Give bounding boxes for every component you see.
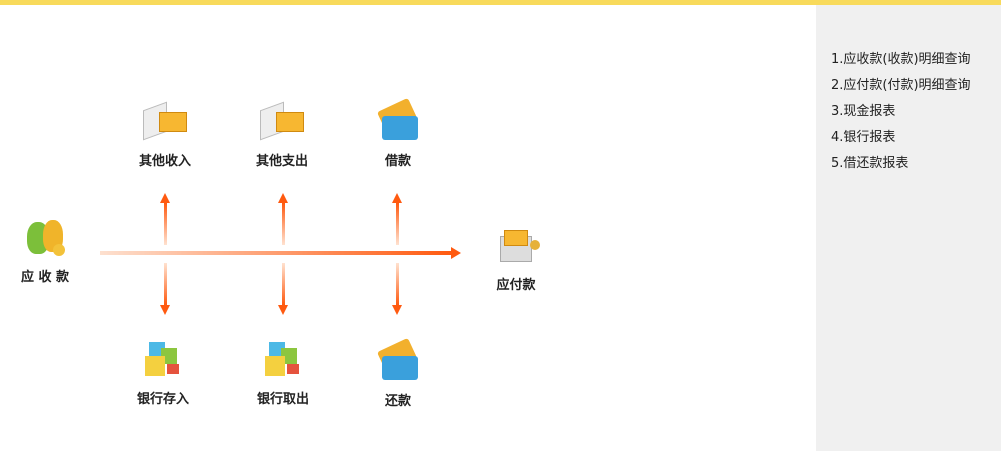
node-label: 还款	[384, 394, 411, 409]
node-label: 借款	[384, 154, 411, 169]
credit-card-icon	[374, 97, 422, 144]
arrowhead-up	[160, 193, 170, 203]
node-label: 银行存入	[136, 392, 189, 407]
node-label: 其他支出	[255, 154, 308, 169]
arrowhead-down	[160, 305, 170, 315]
arrow-up-other-income	[164, 203, 167, 245]
link-bank-report[interactable]: 4.银行报表	[831, 130, 896, 145]
link-loan-report[interactable]: 5.借还款报表	[831, 156, 909, 171]
link-payable-detail[interactable]: 2.应付款(付款)明细查询	[831, 78, 971, 93]
node-label: 应 收 款	[20, 270, 70, 285]
cash-folder-icon	[258, 101, 306, 144]
main-flow-arrowhead	[451, 247, 461, 259]
arrow-down-repay	[396, 263, 399, 305]
node-payable[interactable]: 应付款	[471, 226, 561, 293]
arrowhead-up	[278, 193, 288, 203]
node-label: 应付款	[496, 278, 536, 293]
link-cash-report[interactable]: 3.现金报表	[831, 104, 896, 119]
arrowhead-down	[278, 305, 288, 315]
arrowhead-up	[392, 193, 402, 203]
top-accent-bar	[0, 0, 1001, 5]
arrowhead-down	[392, 305, 402, 315]
report-sidebar: 1.应收款(收款)明细查询 2.应付款(付款)明细查询 3.现金报表 4.银行报…	[816, 5, 1001, 451]
arrow-up-borrow	[396, 203, 399, 245]
credit-card-icon	[374, 337, 422, 384]
node-receivable[interactable]: 应 收 款	[0, 218, 90, 285]
node-repay[interactable]: 还款	[353, 337, 443, 409]
link-receivable-detail[interactable]: 1.应收款(收款)明细查询	[831, 52, 971, 67]
node-bank-withdraw[interactable]: 银行取出	[238, 340, 328, 407]
cash-folder-icon	[141, 101, 189, 144]
report-links: 1.应收款(收款)明细查询 2.应付款(付款)明细查询 3.现金报表 4.银行报…	[831, 47, 971, 177]
arrow-down-bank-withdraw	[282, 263, 285, 305]
arrow-up-other-expense	[282, 203, 285, 245]
node-label: 银行取出	[256, 392, 309, 407]
node-other-expense[interactable]: 其他支出	[237, 101, 327, 169]
node-label: 其他收入	[138, 154, 191, 169]
main-flow-line	[100, 251, 452, 255]
money-bag-icon	[21, 218, 69, 260]
arrow-down-bank-deposit	[164, 263, 167, 305]
cubes-icon	[139, 340, 187, 382]
node-other-income[interactable]: 其他收入	[120, 101, 210, 169]
cubes-icon	[259, 340, 307, 382]
cash-box-icon	[492, 226, 540, 268]
node-bank-deposit[interactable]: 银行存入	[118, 340, 208, 407]
node-borrow[interactable]: 借款	[353, 97, 443, 169]
